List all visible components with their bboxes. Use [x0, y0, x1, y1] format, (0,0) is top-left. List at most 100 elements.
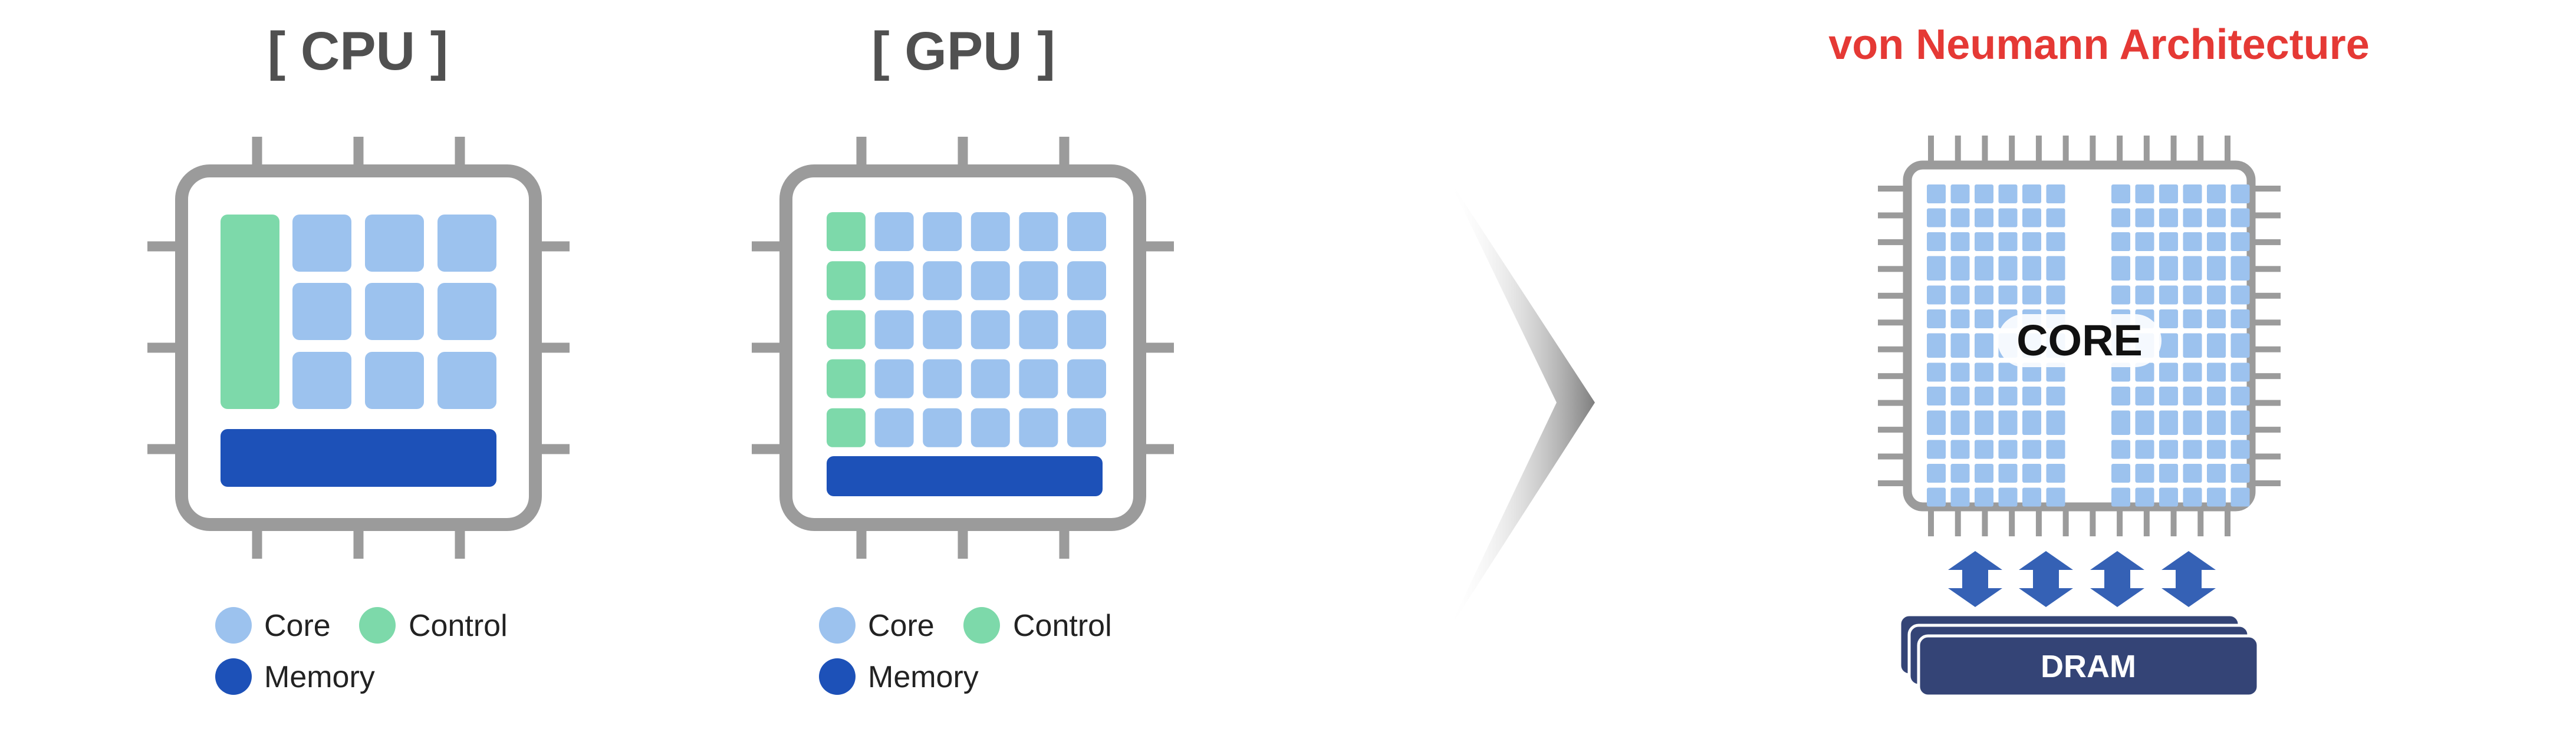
gpu-core-cell: [874, 359, 914, 398]
vn-core-cell: [1998, 387, 2018, 405]
vn-core-cell: [2183, 339, 2202, 358]
vn-core-cell: [2183, 440, 2202, 459]
vn-core-cell: [2046, 464, 2065, 483]
gpu-core-cell: [923, 359, 962, 398]
vn-core-cell: [2207, 362, 2226, 382]
vn-core-cell: [1927, 208, 1946, 227]
vn-core-cell: [2135, 387, 2154, 405]
gpu-legend-core-label: Core: [868, 609, 935, 643]
vn-core-cell: [1975, 285, 1993, 305]
vn-pin-bottom: [2117, 503, 2123, 536]
vn-core-cell: [1975, 208, 1993, 227]
vn-pin-left: [1878, 346, 1911, 352]
vn-core-cell: [2230, 232, 2250, 251]
vn-core-cell: [1927, 309, 1946, 328]
vn-core-cell: [2046, 232, 2065, 251]
gpu-core-cell: [1067, 408, 1106, 447]
vn-pin-right: [2248, 480, 2281, 486]
vn-pin-right: [2248, 319, 2281, 326]
vn-core-cell: [2022, 232, 2041, 251]
vn-core-cell: [2022, 387, 2041, 405]
gpu-legend-memory-label: Memory: [868, 660, 979, 694]
chevron-arrow-icon: [1447, 177, 1595, 632]
vn-core-cell: [2111, 487, 2130, 507]
vn-pin-left: [1878, 453, 1911, 460]
vn-pin-bottom: [2062, 503, 2069, 536]
vn-core-cell: [2022, 416, 2041, 435]
vn-core-cell: [2159, 208, 2178, 227]
vn-core-cell: [2022, 285, 2041, 305]
vn-core-cell: [2111, 232, 2130, 251]
vn-core-cell: [1950, 309, 1970, 328]
vn-core-cell: [2183, 184, 2202, 203]
gpu-legend-control-label: Control: [1013, 609, 1112, 643]
cpu-core-cell: [437, 215, 496, 272]
vn-pin-top: [2009, 136, 2015, 169]
vn-core-cell: [1927, 232, 1946, 251]
von-neumann-title: von Neumann Architecture: [1828, 21, 2370, 68]
vn-core-cell: [2111, 440, 2130, 459]
vn-pin-right: [2248, 186, 2281, 192]
vn-core-cell: [1975, 362, 1993, 382]
vn-core-cell: [2135, 232, 2154, 251]
vn-pin-top: [2225, 136, 2230, 169]
vn-pin-top: [2170, 136, 2177, 169]
vn-pin-bottom: [2197, 503, 2204, 536]
cpu-panel: [ CPU ] Core Control Memory: [147, 21, 570, 695]
vn-core-cell: [2022, 184, 2041, 203]
vn-core-cell: [2230, 309, 2250, 328]
cpu-legend-memory-swatch: [215, 658, 252, 695]
gpu-legend: Core Control Memory: [819, 607, 1112, 695]
gpu-legend-core-swatch: [819, 607, 856, 644]
cpu-title: [ CPU ]: [268, 21, 449, 81]
vn-core-cell: [2230, 262, 2250, 281]
gpu-core-cell: [923, 212, 962, 251]
vn-core-cell: [2022, 362, 2041, 382]
gpu-core-cell: [970, 261, 1010, 301]
gpu-core-cell: [923, 310, 962, 349]
vn-core-cell: [2207, 184, 2226, 203]
gpu-core-cell: [1067, 310, 1106, 349]
gpu-control-cell: [827, 359, 866, 398]
gpu-core-cell: [970, 359, 1010, 398]
vn-pin-bottom: [2225, 503, 2230, 536]
vn-core-cell: [2183, 208, 2202, 227]
vn-core-cell: [1927, 387, 1946, 405]
vn-core-cell: [2230, 487, 2250, 507]
vn-core-cell: [1950, 184, 1970, 203]
vn-pin-bottom: [2009, 503, 2015, 536]
vn-core-cell: [1975, 487, 1993, 507]
vn-core-cell: [2230, 464, 2250, 483]
vn-core-cell: [2207, 208, 2226, 227]
cpu-core-grid: [292, 215, 496, 409]
gpu-core-grid: [827, 212, 1106, 447]
gpu-core-cell: [1019, 212, 1058, 251]
vn-core-cell: [1950, 232, 1970, 251]
vn-core-cell: [2046, 362, 2065, 382]
dram-label: DRAM: [2041, 649, 2136, 684]
vn-core-cell: [2159, 387, 2178, 405]
vn-core-cell: [1998, 184, 2018, 203]
vn-core-cell: [2111, 285, 2130, 305]
vn-core-cell: [2135, 440, 2154, 459]
gpu-core-cell: [874, 261, 914, 301]
vn-pin-right: [2248, 212, 2281, 219]
vn-core-cell: [2159, 232, 2178, 251]
vn-core-cell: [2111, 387, 2130, 405]
vn-pin-left: [1878, 239, 1911, 245]
gpu-core-cell: [970, 408, 1010, 447]
vn-pin-top: [2143, 136, 2150, 169]
vn-core-cell: [2159, 309, 2178, 328]
vn-core-cell: [2022, 487, 2041, 507]
vn-core-cell: [2135, 285, 2154, 305]
vn-pin-right: [2248, 400, 2281, 406]
vn-core-cell: [2183, 362, 2202, 382]
vn-pin-left: [1878, 292, 1911, 299]
vn-core-cell: [2183, 262, 2202, 281]
vn-core-cell: [1998, 464, 2018, 483]
gpu-core-cell: [923, 408, 962, 447]
vn-core-cell: [1950, 208, 1970, 227]
vn-core-cell: [2022, 464, 2041, 483]
vn-core-grid: [1927, 184, 2250, 507]
vn-core-cell: [2159, 339, 2178, 358]
